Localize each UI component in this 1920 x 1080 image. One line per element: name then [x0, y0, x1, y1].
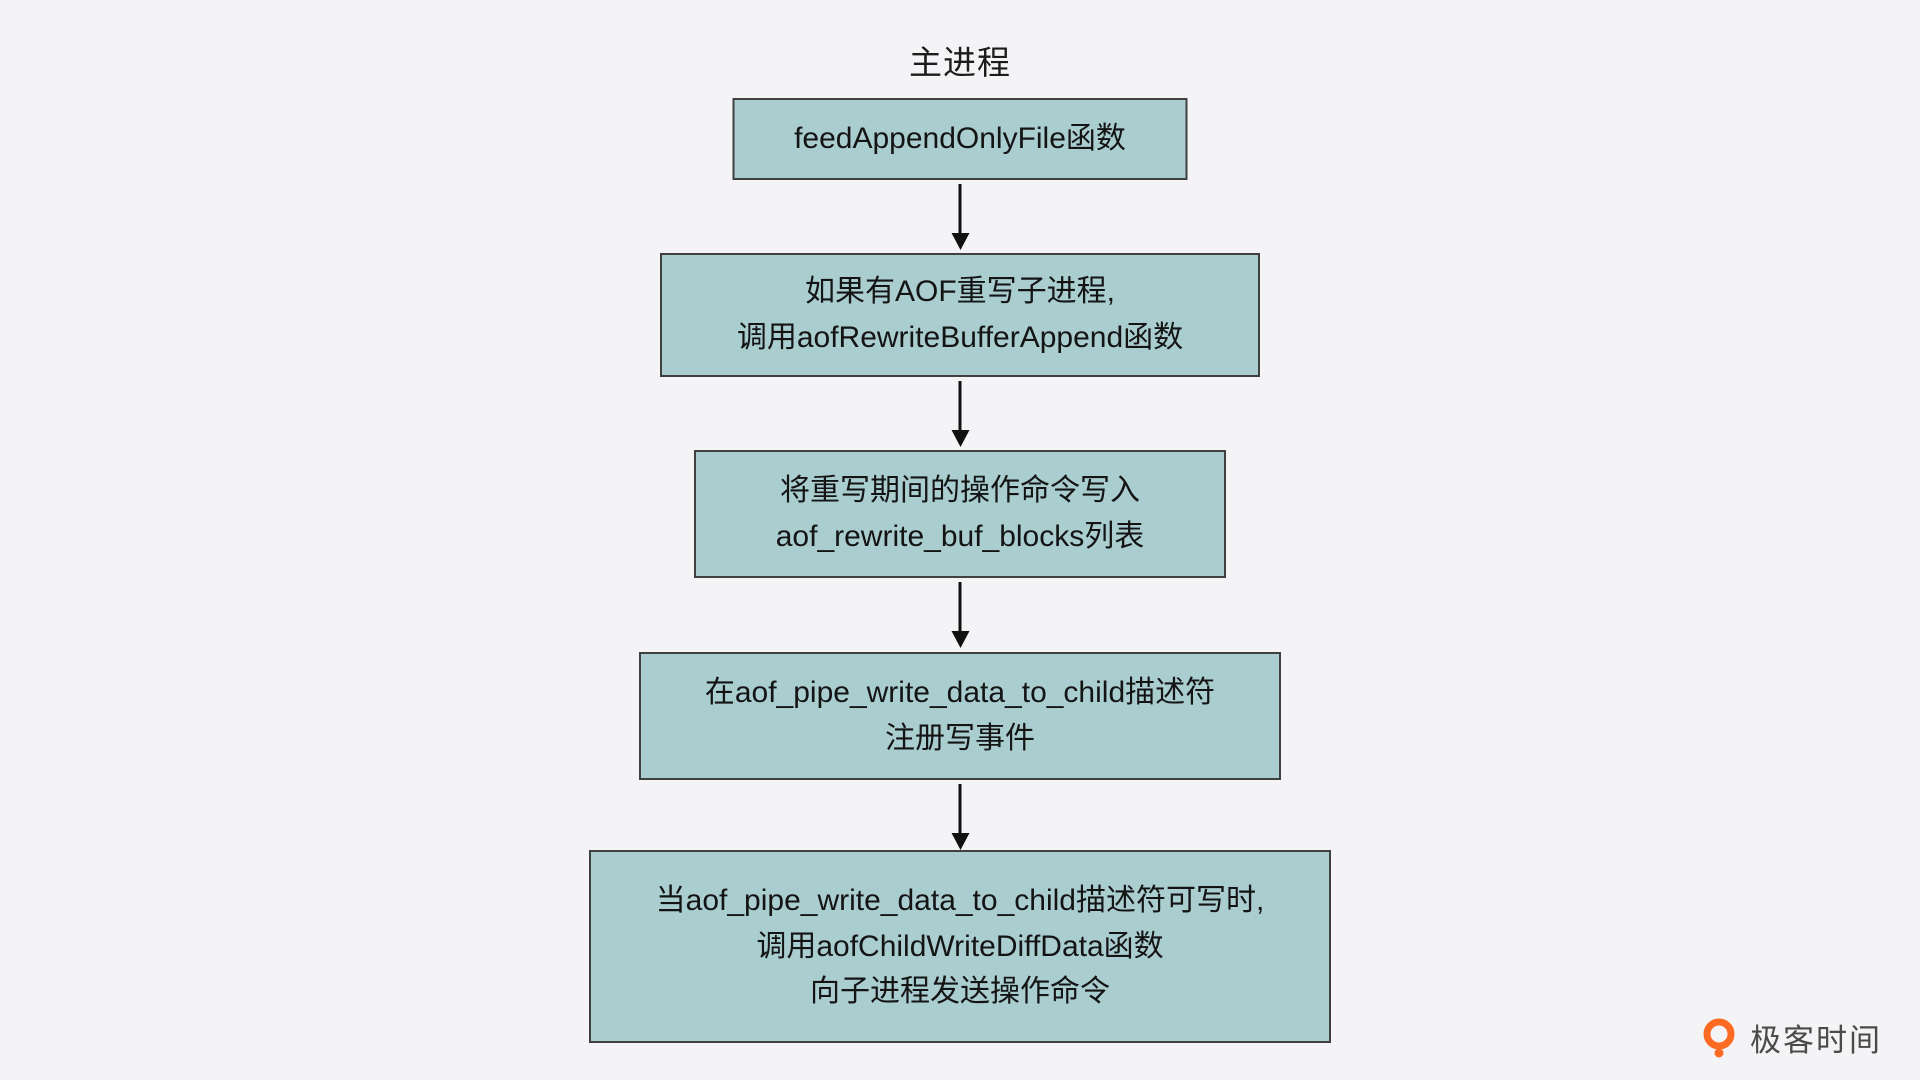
flowchart-title: 主进程	[909, 44, 1011, 81]
geek-time-logo-text: 极客时间	[1750, 1023, 1882, 1058]
node-text-line: 在aof_pipe_write_data_to_child描述符	[704, 676, 1216, 710]
node-text-line: aof_rewrite_buf_blocks列表	[775, 520, 1145, 553]
node-text-line: 向子进程发送操作命令	[810, 975, 1110, 1009]
geek-time-logo-icon	[1698, 1017, 1740, 1059]
node-text-line: 调用aofRewriteBufferAppend函数	[736, 321, 1184, 354]
arrow-down-icon	[958, 582, 962, 632]
flow-node-register-write-event: 在aof_pipe_write_data_to_child描述符 注册写事件	[639, 652, 1281, 780]
geek-time-branding: 极客时间	[1698, 1015, 1882, 1060]
flow-node-child-write-diff-data: 当aof_pipe_write_data_to_child描述符可写时, 调用a…	[589, 850, 1331, 1043]
node-text-line: 当aof_pipe_write_data_to_child描述符可写时,	[655, 884, 1265, 918]
arrow-down-icon	[958, 184, 962, 234]
node-text-line: 如果有AOF重写子进程,	[804, 275, 1115, 309]
flow-node-feed-append-only-file: feedAppendOnlyFile函数	[732, 98, 1188, 180]
node-text-line: 将重写期间的操作命令写入	[780, 474, 1140, 508]
node-text-line: 注册写事件	[885, 722, 1035, 755]
flow-node-write-rewrite-buf-blocks: 将重写期间的操作命令写入 aof_rewrite_buf_blocks列表	[694, 450, 1226, 578]
arrow-down-icon	[958, 784, 962, 834]
arrow-down-icon	[958, 381, 962, 431]
node-text-line: feedAppendOnlyFile函数	[794, 122, 1126, 156]
flow-node-aof-rewrite-buffer-append: 如果有AOF重写子进程, 调用aofRewriteBufferAppend函数	[660, 253, 1260, 377]
node-text-line: 调用aofChildWriteDiffData函数	[756, 929, 1164, 963]
